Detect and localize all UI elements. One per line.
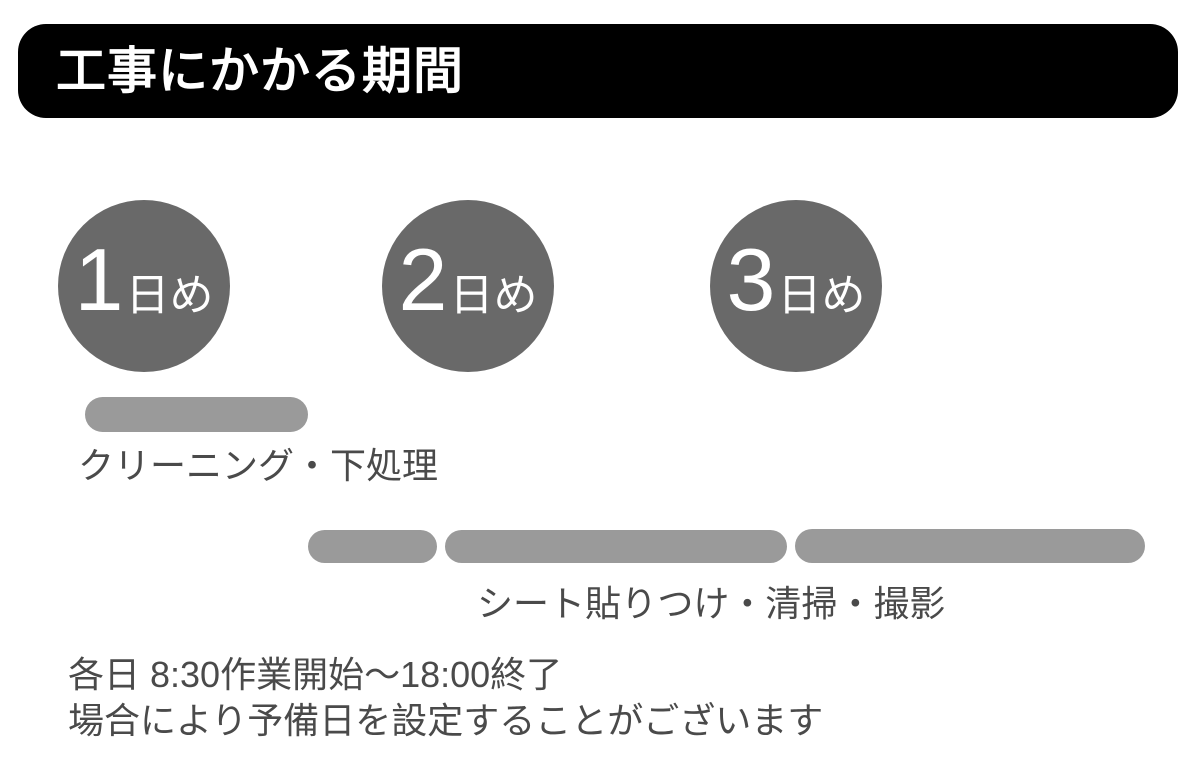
day-3-circle: 3 日め: [710, 200, 882, 372]
day-3-suffix: 日め: [777, 271, 866, 320]
phase2-label: シート貼りつけ・清掃・撮影: [477, 583, 946, 624]
day-2-number: 2: [398, 230, 448, 329]
day-1-circle: 1 日め: [58, 200, 230, 372]
day-2-suffix: 日め: [449, 271, 538, 320]
page-title: 工事にかかる期間: [56, 43, 464, 99]
phase2-duration-bar-day1: [308, 530, 437, 563]
footer-notes: 各日 8:30作業開始〜18:00終了 場合により予備日を設定することがございま…: [68, 652, 823, 744]
day-2-circle: 2 日め: [382, 200, 554, 372]
phase1-duration-bar: [85, 397, 308, 432]
day-1-suffix: 日め: [125, 271, 214, 320]
day-1-number: 1: [74, 230, 124, 329]
day-3-number: 3: [726, 230, 776, 329]
header-bar: 工事にかかる期間: [18, 24, 1178, 118]
day-1-label: 1 日め: [75, 236, 214, 324]
phase2-duration-bar-day2: [445, 530, 787, 563]
day-3-label: 3 日め: [727, 236, 866, 324]
day-2-label: 2 日め: [399, 236, 538, 324]
phase1-label: クリーニング・下処理: [78, 445, 439, 486]
work-hours-note: 各日 8:30作業開始〜18:00終了: [68, 654, 563, 695]
reserve-day-note: 場合により予備日を設定することがございます: [68, 700, 824, 741]
phase2-duration-bar-day3: [795, 529, 1145, 563]
